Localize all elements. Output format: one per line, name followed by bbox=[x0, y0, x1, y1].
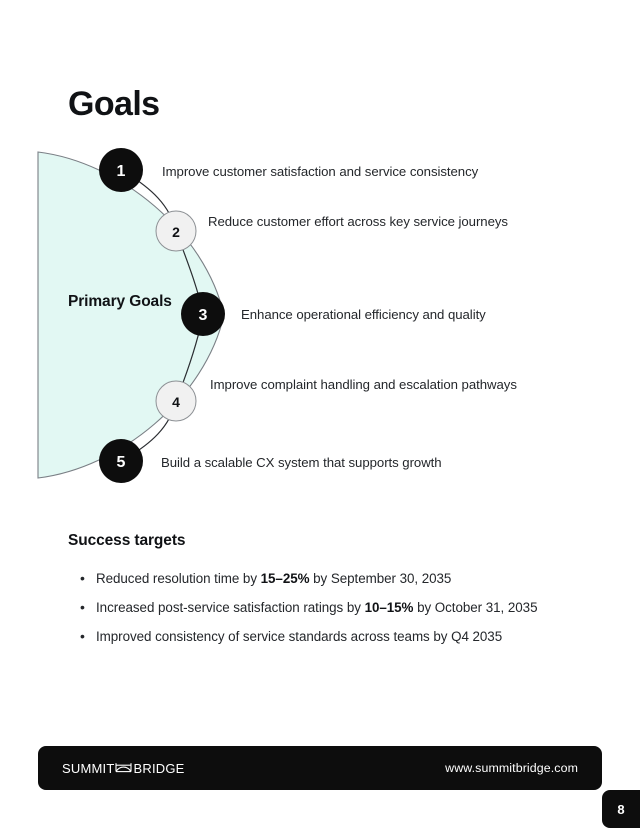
target-2-before: Increased post-service satisfaction rati… bbox=[96, 599, 365, 615]
goal-label-3: Enhance operational efficiency and quali… bbox=[241, 307, 486, 322]
diagram-graphic: 1 2 3 4 5 bbox=[37, 148, 225, 483]
target-2-after: by October 31, 2035 bbox=[413, 599, 538, 615]
brand-name-second: BRIDGE bbox=[133, 760, 185, 776]
primary-goals-label: Primary Goals bbox=[68, 293, 172, 310]
diagram-node-3[interactable]: 3 bbox=[181, 292, 225, 336]
target-1-emphasis: 15–25% bbox=[260, 571, 310, 586]
goal-label-4: Improve complaint handling and escalatio… bbox=[210, 377, 517, 392]
success-targets-list: Reduced resolution time by 15–25% by Sep… bbox=[68, 567, 578, 648]
page-number-badge: 8 bbox=[602, 790, 640, 828]
target-2-emphasis: 10–15% bbox=[364, 599, 414, 615]
brand-logo: SUMMIT BRIDGE bbox=[62, 761, 185, 776]
target-1-before: Reduced resolution time by bbox=[96, 571, 261, 586]
diagram-node-5[interactable]: 5 bbox=[99, 439, 143, 483]
target-item-2: Increased post-service satisfaction rati… bbox=[80, 596, 578, 619]
success-targets-section: Success targets Reduced resolution time … bbox=[68, 532, 578, 655]
node-4-number: 4 bbox=[172, 394, 180, 410]
node-5-circle bbox=[99, 439, 143, 483]
diagram-node-4[interactable]: 4 bbox=[155, 380, 197, 422]
node-1-number: 1 bbox=[117, 163, 126, 180]
bridge-icon bbox=[115, 762, 133, 774]
page-title: Goals bbox=[68, 84, 160, 123]
node-1-circle bbox=[99, 148, 143, 192]
node-2-circle bbox=[155, 210, 197, 252]
diagram-node-2[interactable]: 2 bbox=[155, 210, 197, 252]
node-3-number: 3 bbox=[199, 307, 208, 324]
node-2-number: 2 bbox=[172, 224, 180, 240]
node-4-circle bbox=[155, 380, 197, 422]
footer-bar: SUMMIT BRIDGE www.summitbridge.com bbox=[38, 746, 602, 790]
goal-label-2: Reduce customer effort across key servic… bbox=[208, 214, 508, 229]
target-item-3: Improved consistency of service standard… bbox=[80, 625, 578, 648]
footer-website-url[interactable]: www.summitbridge.com bbox=[445, 761, 578, 775]
target-1-after: by September 30, 2035 bbox=[309, 571, 452, 586]
goal-label-5: Build a scalable CX system that supports… bbox=[161, 455, 442, 470]
primary-goals-diagram: 1 2 3 4 5 Primary Goals bbox=[0, 130, 640, 502]
goal-label-1: Improve customer satisfaction and servic… bbox=[162, 164, 479, 179]
brand-name-first: SUMMIT bbox=[62, 760, 115, 776]
diagram-node-1[interactable]: 1 bbox=[99, 148, 143, 192]
target-3-before: Improved consistency of service standard… bbox=[96, 628, 503, 644]
node-5-number: 5 bbox=[117, 454, 126, 471]
target-item-1: Reduced resolution time by 15–25% by Sep… bbox=[80, 567, 578, 590]
node-3-circle bbox=[181, 292, 225, 336]
success-targets-heading: Success targets bbox=[68, 532, 186, 549]
